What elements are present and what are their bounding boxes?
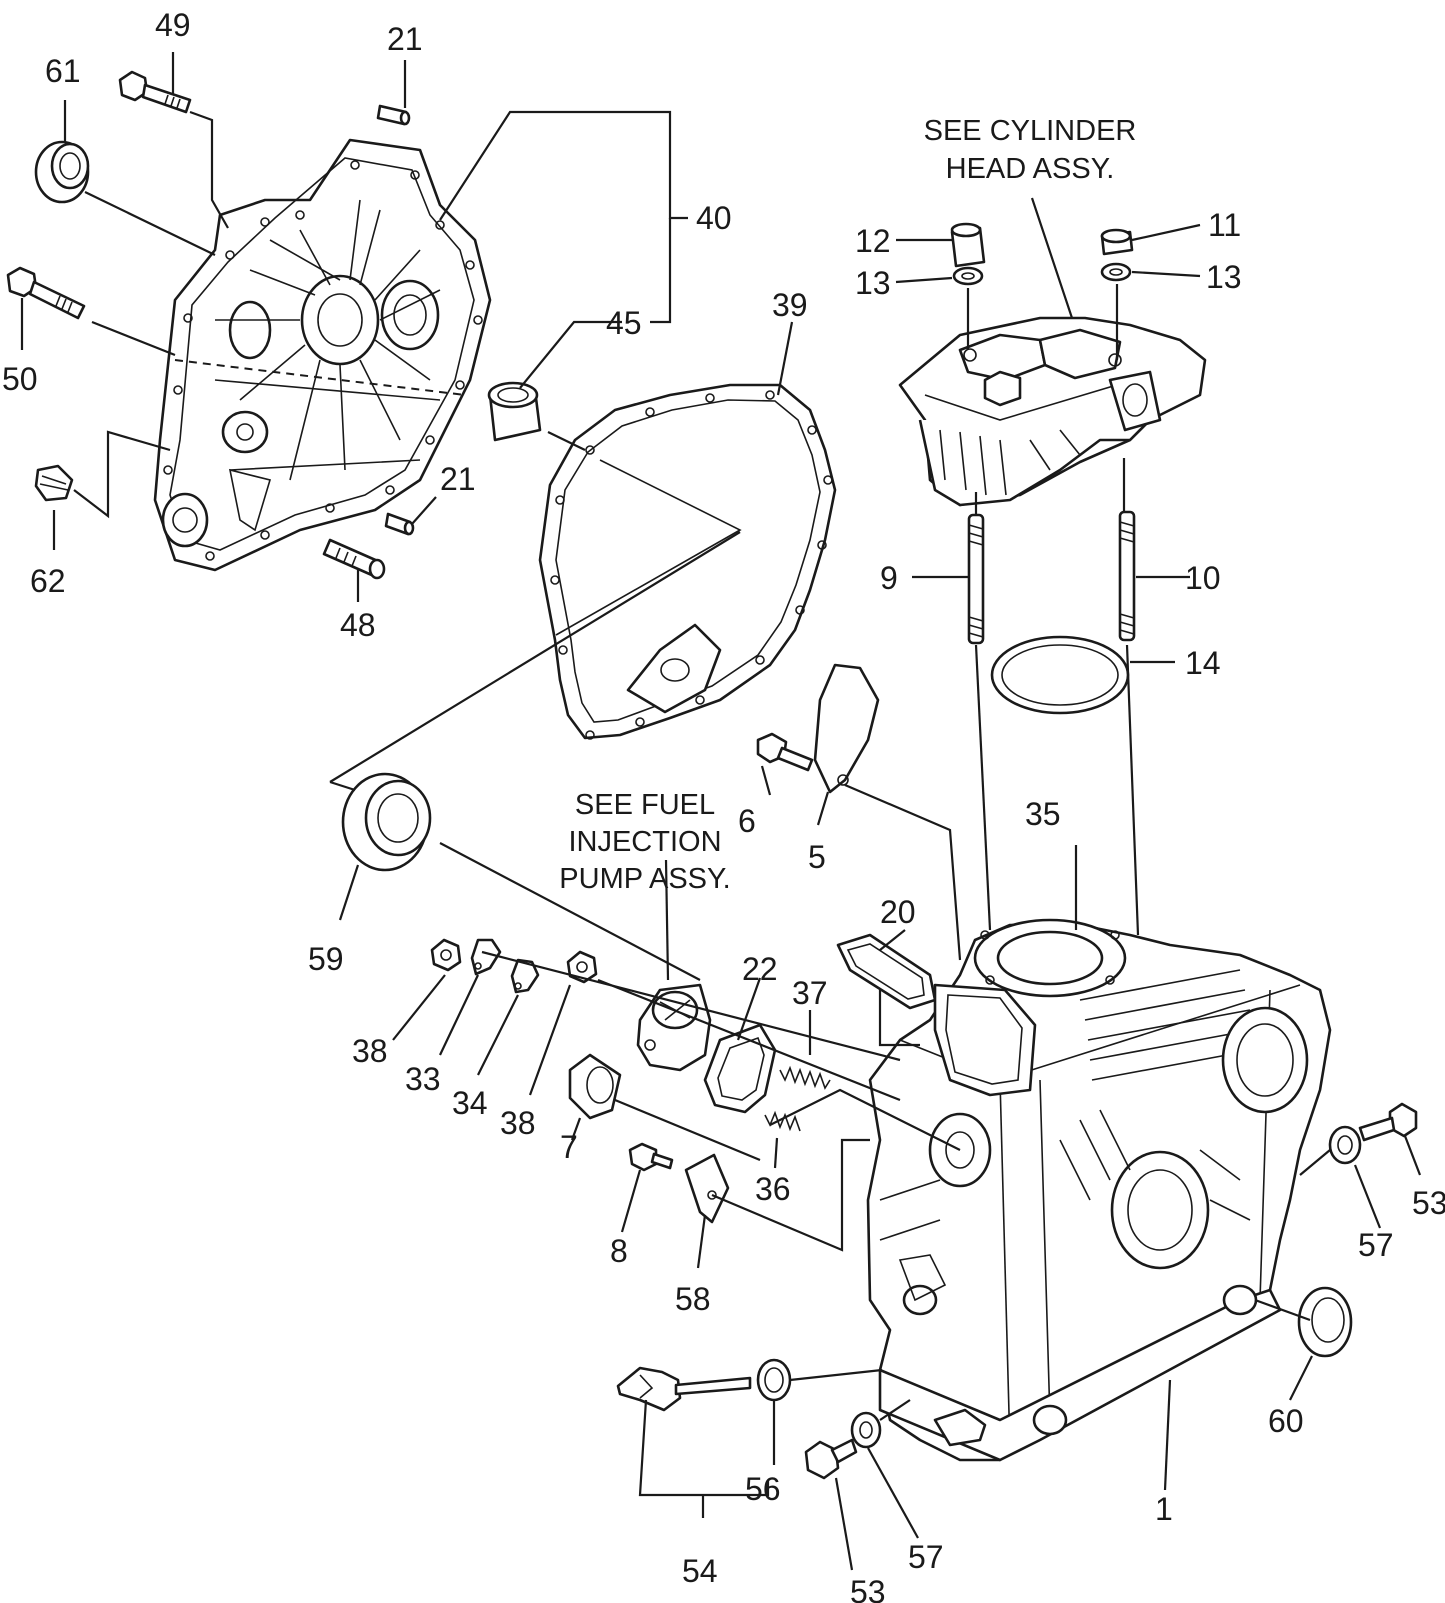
leader-lines	[20, 52, 1422, 1571]
callout-20: 20	[880, 894, 916, 930]
callout-54: 54	[682, 1553, 718, 1589]
callout-38: 38	[500, 1105, 536, 1141]
note-cylinder-head-line2: HEAD ASSY.	[946, 153, 1115, 185]
callout-58: 58	[675, 1281, 711, 1317]
oil-seal-61	[34, 140, 90, 204]
callout-12: 12	[855, 223, 891, 259]
gasket-22	[703, 1023, 777, 1114]
callout-45: 45	[606, 305, 642, 341]
dowel-pin-21-bottom	[384, 512, 415, 536]
oil-seal-59	[341, 772, 432, 872]
pin-48	[322, 538, 386, 580]
callout-7: 7	[560, 1129, 578, 1165]
washer-57-bottom	[850, 1411, 882, 1449]
callout-40: 40	[696, 200, 732, 236]
dipstick-54	[616, 1366, 752, 1412]
stud-bolt-9	[967, 513, 985, 645]
plate-33	[470, 938, 502, 976]
bolt-53-right	[1358, 1102, 1418, 1142]
callout-33: 33	[405, 1061, 441, 1097]
callout-38: 38	[352, 1033, 388, 1069]
callout-1: 1	[1155, 1491, 1173, 1527]
o-ring-56	[756, 1358, 792, 1402]
callout-53: 53	[1412, 1185, 1445, 1221]
nut-38-right	[566, 950, 598, 984]
bolt-49	[118, 70, 192, 114]
callout-9: 9	[880, 560, 898, 596]
callout-22: 22	[742, 951, 778, 987]
callout-13: 13	[855, 265, 891, 301]
callout-53: 53	[850, 1574, 886, 1603]
callout-8: 8	[610, 1233, 628, 1269]
washer-13-right	[1100, 262, 1132, 282]
plate-58	[684, 1153, 730, 1224]
oil-seal-60	[1297, 1286, 1353, 1358]
spring-36	[764, 1110, 801, 1132]
bolt-50	[6, 266, 86, 320]
spring-37	[779, 1065, 831, 1090]
crankcase-1	[866, 918, 1332, 1462]
callout-50: 50	[2, 361, 38, 397]
callout-5: 5	[808, 839, 826, 875]
plate-34	[510, 958, 540, 994]
cylinder-head	[898, 316, 1207, 507]
callout-62: 62	[30, 563, 66, 599]
nut-11	[1100, 228, 1134, 256]
callout-56: 56	[745, 1471, 781, 1507]
dowel-pin-21-top	[376, 104, 411, 126]
bolt-53-bottom	[804, 1438, 858, 1480]
note-cylinder-head-line1: SEE CYLINDER	[924, 115, 1137, 147]
nut-38-left	[430, 938, 462, 972]
bushing-7	[568, 1053, 622, 1120]
callout-11: 11	[1208, 207, 1241, 243]
plug-62	[34, 464, 74, 502]
head-gasket-14	[990, 635, 1130, 715]
callout-61: 61	[45, 53, 81, 89]
bolt-6	[756, 732, 814, 772]
note-fuel-pump-line3: PUMP ASSY.	[559, 863, 730, 895]
note-fuel-pump-line1: SEE FUEL	[575, 789, 715, 821]
callout-21: 21	[387, 21, 423, 57]
callout-57: 57	[908, 1539, 944, 1575]
bolt-8	[628, 1142, 674, 1172]
cap-nut-12	[950, 222, 986, 268]
callout-59: 59	[308, 941, 344, 977]
callout-37: 37	[792, 975, 828, 1011]
plate-5	[813, 663, 880, 794]
callout-34: 34	[452, 1085, 488, 1121]
gasket-39	[538, 383, 837, 740]
callout-36: 36	[755, 1171, 791, 1207]
callout-35: 35	[1025, 796, 1061, 832]
callout-49: 49	[155, 7, 191, 43]
callout-10: 10	[1185, 560, 1221, 596]
fuel-injection-pump	[636, 983, 712, 1072]
bushing-45	[487, 381, 542, 442]
washer-57-right	[1328, 1125, 1362, 1165]
callout-13: 13	[1206, 259, 1242, 295]
callout-21: 21	[440, 461, 476, 497]
crankcase-cover	[153, 138, 492, 572]
callout-57: 57	[1358, 1227, 1394, 1263]
stud-bolt-10	[1118, 510, 1136, 642]
washer-13-left	[952, 266, 984, 286]
callout-6: 6	[738, 803, 756, 839]
note-fuel-pump-line2: INJECTION	[568, 826, 721, 858]
callout-60: 60	[1268, 1403, 1304, 1439]
callout-48: 48	[340, 607, 376, 643]
callout-14: 14	[1185, 645, 1221, 681]
callout-39: 39	[772, 287, 808, 323]
